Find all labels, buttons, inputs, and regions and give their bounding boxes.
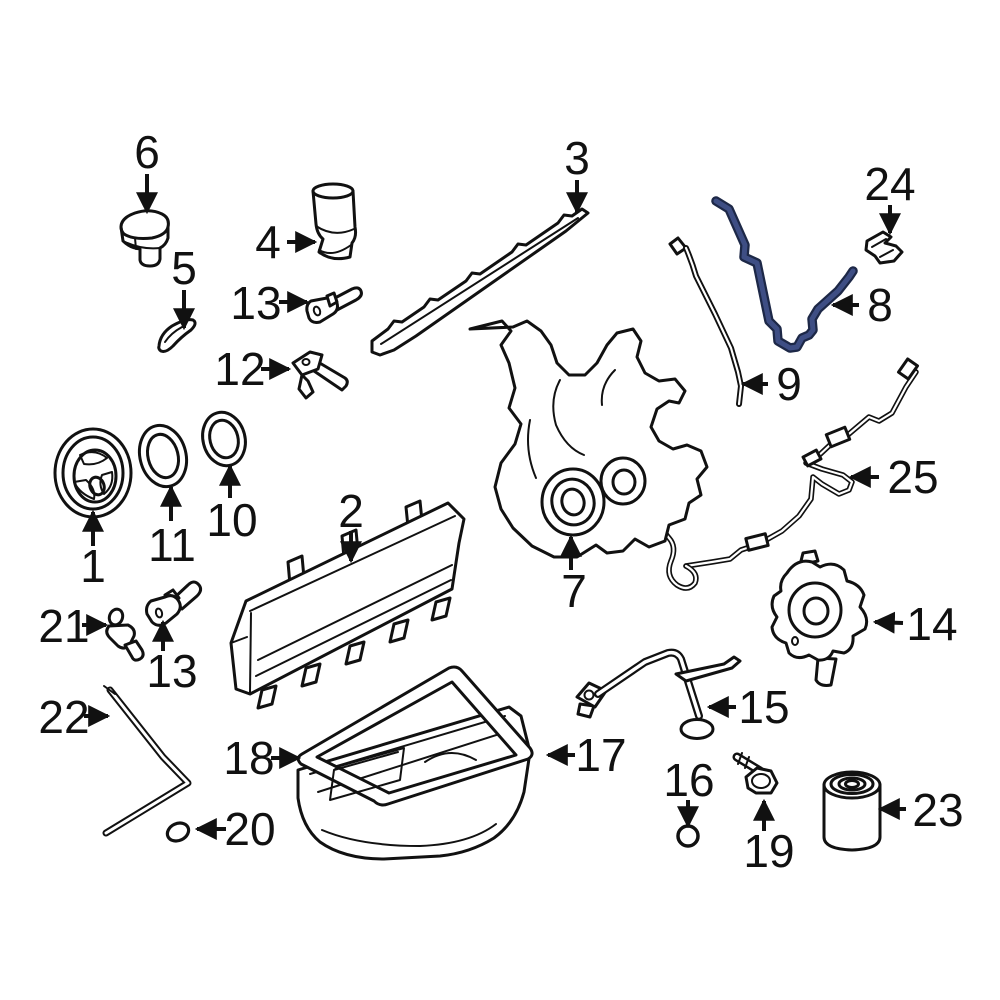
callout-22-lower-tube: 22 [38, 691, 111, 743]
callout-number-indicator-tube: 8 [867, 279, 893, 331]
callout-5-small-gasket: 5 [171, 242, 197, 331]
indicator-tube-drawing [711, 196, 858, 353]
callout-2-valve-cover: 2 [338, 485, 364, 564]
seal-small-drawing [201, 410, 247, 468]
callout-16-o-ring: 16 [663, 754, 715, 829]
filler-tube-drawing [311, 182, 358, 261]
callout-7-timing-cover: 7 [560, 534, 587, 617]
callout-number-sensor-lower: 13 [146, 645, 197, 697]
callout-number-valve-cover: 2 [338, 485, 364, 537]
sensor-upper-drawing [305, 286, 363, 324]
callout-number-timing-cover: 7 [561, 565, 587, 617]
filler-cap-drawing [119, 209, 170, 268]
callout-number-oval-gasket: 20 [224, 803, 275, 855]
callout-number-seal-small: 10 [206, 494, 257, 546]
pulley-drawing [53, 427, 133, 519]
callout-number-sensor-upper: 13 [230, 277, 281, 329]
callout-1-pulley: 1 [80, 509, 106, 592]
o-ring-drawing [676, 824, 700, 848]
callout-number-sensor-bracket: 12 [214, 343, 265, 395]
clip-drawing [864, 230, 904, 265]
callout-19-bolt: 19 [743, 798, 795, 877]
callout-8-indicator-tube: 8 [830, 279, 893, 331]
callout-18-oil-pan-gasket: 18 [223, 732, 302, 784]
cover-gasket-drawing [370, 207, 590, 357]
callout-number-small-gasket: 5 [171, 242, 197, 294]
sensor-bracket-drawing [291, 350, 349, 400]
callout-number-oil-pan: 17 [575, 729, 626, 781]
sensor-lower-drawing [145, 580, 203, 627]
callout-13-sensor-lower: 13 [146, 619, 198, 697]
oil-pump-drawing [770, 549, 869, 687]
seal-large-drawing [137, 423, 189, 489]
callout-6-filler-cap: 6 [134, 126, 160, 215]
callout-number-seal-large: 11 [148, 519, 196, 571]
callout-17-oil-pan: 17 [545, 729, 627, 781]
callout-number-o-ring: 16 [663, 754, 714, 806]
callout-number-clip: 24 [864, 158, 915, 210]
callout-number-oil-pump: 14 [906, 598, 957, 650]
timing-cover-drawing [468, 319, 709, 559]
callout-number-dipstick: 9 [776, 358, 802, 410]
indicator-tube-fill [713, 198, 856, 351]
oil-filter-drawing [822, 770, 882, 852]
callout-11-seal-large: 11 [148, 484, 196, 571]
callout-15-pickup-tube: 15 [706, 681, 790, 733]
callout-number-cover-gasket: 3 [564, 132, 590, 184]
oval-gasket-drawing [165, 821, 191, 843]
callout-9-dipstick: 9 [740, 358, 802, 410]
callout-number-oil-pan-gasket: 18 [223, 732, 274, 784]
pickup-tube-drawing [575, 648, 742, 740]
callout-arrow-oil-pump [872, 611, 904, 634]
callout-25-wiring-harness: 25 [848, 451, 939, 503]
callout-14-oil-pump: 14 [872, 598, 958, 650]
callout-number-lower-tube: 22 [38, 691, 89, 743]
callout-number-pickup-tube: 15 [738, 681, 789, 733]
bolt-drawing [732, 752, 779, 795]
callout-number-sensor-left: 21 [38, 600, 89, 652]
dipstick-drawing [668, 236, 744, 407]
callout-4-filler-tube: 4 [255, 216, 318, 268]
callout-number-filler-cap: 6 [134, 126, 160, 178]
callout-10-seal-small: 10 [206, 463, 258, 546]
callout-number-bolt: 19 [743, 825, 794, 877]
callout-number-wiring-harness: 25 [887, 451, 938, 503]
callout-12-sensor-bracket: 12 [214, 343, 292, 395]
callout-number-pulley: 1 [80, 540, 106, 592]
lower-tube-drawing [102, 685, 192, 837]
callout-21-sensor-left: 21 [38, 600, 109, 652]
callout-23-oil-filter: 23 [877, 784, 964, 836]
callout-13-sensor-upper: 13 [230, 277, 310, 329]
callout-3-cover-gasket: 3 [564, 132, 590, 215]
callout-20-oval-gasket: 20 [194, 803, 276, 855]
callout-number-filler-tube: 4 [255, 216, 281, 268]
callout-number-oil-filter: 23 [912, 784, 963, 836]
callout-24-clip: 24 [864, 158, 916, 236]
